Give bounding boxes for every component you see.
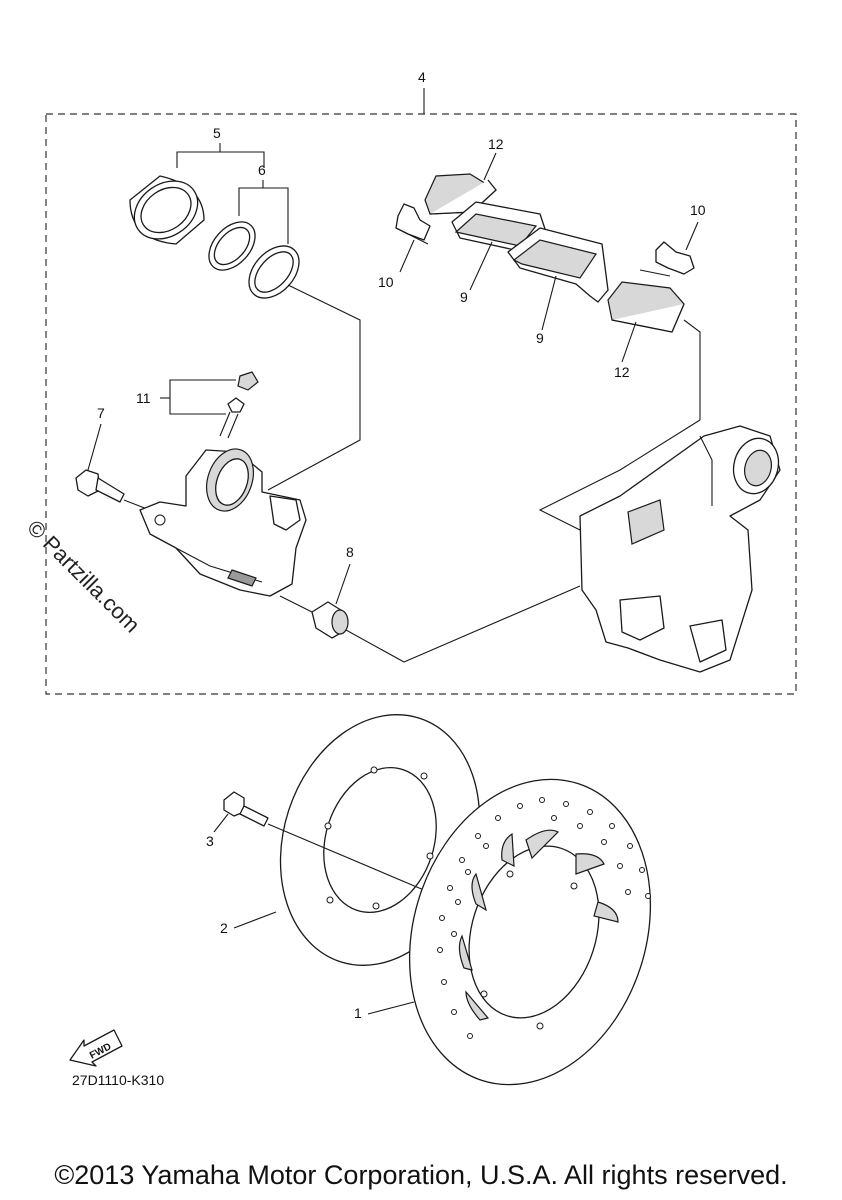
- callout-4: 4: [418, 69, 426, 85]
- brake-caliper-body: [139, 448, 307, 597]
- callout-11: 11: [136, 390, 151, 406]
- callout-5: 5: [213, 125, 221, 141]
- callout-7: 7: [97, 405, 105, 421]
- callout-1: 1: [354, 1005, 362, 1021]
- disc-cooling-slots: [458, 829, 619, 1021]
- callout-3: 3: [206, 833, 214, 849]
- callout-2: 2: [220, 920, 228, 936]
- pad-clip-right-part: [639, 241, 695, 277]
- piston-part: [129, 175, 205, 245]
- brake-pad-lower-part: [507, 227, 609, 303]
- callout-9-right: 9: [536, 330, 544, 346]
- forward-direction-arrow: FWD: [69, 1029, 123, 1067]
- slide-pin-boot-part: [311, 601, 349, 639]
- callout-10-left: 10: [378, 274, 394, 290]
- caliper-bolt-part: [75, 469, 125, 503]
- disc-bolt-part: [223, 791, 269, 827]
- callout-9-left: 9: [460, 289, 468, 305]
- callout-12-top: 12: [488, 136, 504, 152]
- pad-clip-left-part: [395, 203, 431, 245]
- bleed-screw-part: [219, 371, 259, 439]
- diagram-code: 27D1110-K310: [72, 1072, 165, 1088]
- brake-disc-main-part: [408, 778, 652, 1086]
- callout-8: 8: [346, 544, 354, 560]
- piston-seal-part: [208, 221, 300, 299]
- caliper-bracket: [579, 425, 781, 673]
- caliper-assembly-box: [45, 113, 797, 695]
- callout-12-right: 12: [614, 364, 630, 380]
- callout-6: 6: [258, 162, 266, 178]
- callout-10-right: 10: [690, 202, 706, 218]
- disc-drill-holes: [437, 797, 651, 1039]
- copyright-footer: ©2013 Yamaha Motor Corporation, U.S.A. A…: [54, 1160, 788, 1190]
- pad-spring-lower-part: [607, 281, 685, 333]
